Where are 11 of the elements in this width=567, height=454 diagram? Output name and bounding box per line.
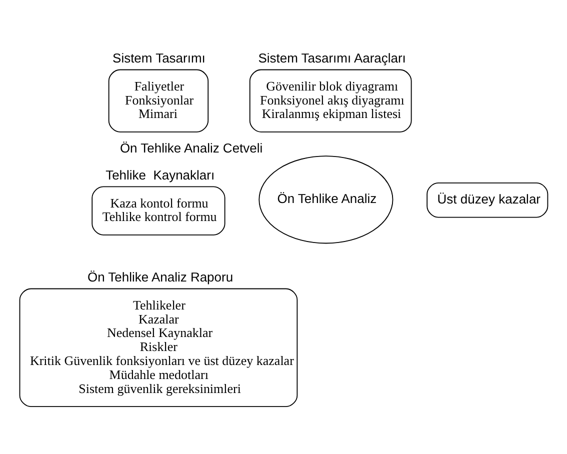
node-box: Üst düzey kazalar bbox=[426, 182, 548, 218]
node-label: Sistem Tasarımı Aaraçları bbox=[258, 50, 406, 66]
node-box: Kaza kontol formu Tehlike kontrol formu bbox=[92, 186, 226, 235]
node-box: Tehlikeler Kazalar Nedensel Kaynaklar Riskler Kritik Güvenlik fonksiyonları ve üst düzey kazalar Müdahle medotları Sistem güvenlik gereksinimleri bbox=[19, 288, 298, 407]
node-label: Tehlike Kaynakları bbox=[106, 166, 215, 182]
node-ellipse: Ön Tehlike Analiz bbox=[258, 155, 394, 244]
node-box: Faliyetler Fonksiyonlar Mimari bbox=[108, 68, 209, 132]
node-label: Ön Tehlike Analiz Cetveli bbox=[120, 140, 263, 156]
node-box: Gövenilir blok diyagramı Fonksiyonel akış diyagramı Kiralanmış ekipman listesi bbox=[249, 68, 412, 132]
node-label: Ön Tehlike Analiz Raporu bbox=[87, 269, 234, 284]
node-label: Sistem Tasarımı bbox=[112, 50, 206, 66]
